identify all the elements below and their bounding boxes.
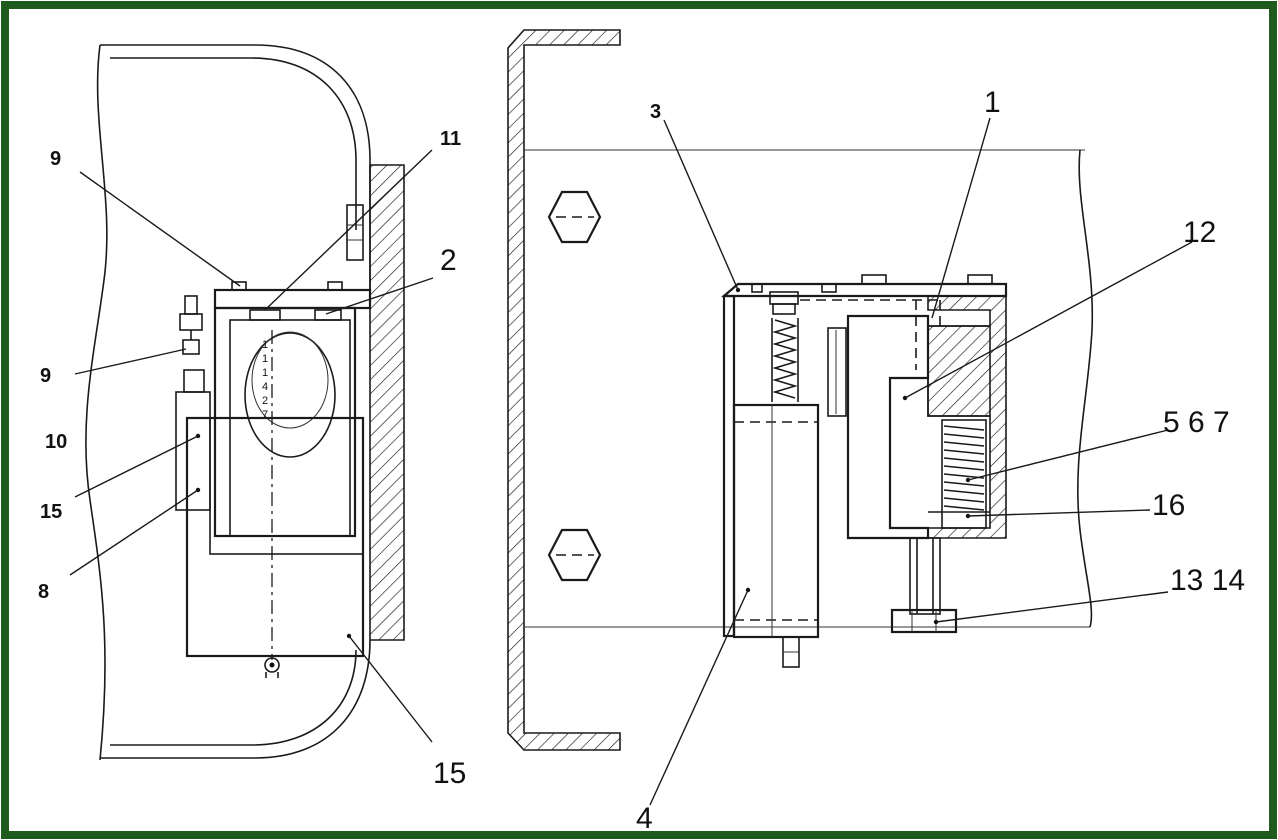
hatched-wall-left [369,164,405,641]
lower-rods [909,537,941,615]
channel-bolt-top [547,190,602,244]
label-3: 3 [650,101,661,123]
label-2: 2 [440,244,457,277]
right-leaders [649,117,1193,806]
part-labels: 9 9 10 15 8 11 2 15 3 1 12 5 6 7 16 13 1… [38,86,1245,835]
bottom-eye [264,657,280,673]
mounting-plate [721,282,1008,298]
label-10: 10 [45,431,67,453]
right-hatched-block [927,295,1007,539]
oval-window [244,332,336,458]
scale-mark: 1 [262,367,268,379]
label-5-6-7: 5 6 7 [1163,406,1230,439]
channel-bolt-bottom [547,528,602,582]
bolt-head-a [231,281,247,291]
label-9-top: 9 [50,148,61,170]
label-9-bottom: 9 [40,365,51,387]
label-4: 4 [636,802,653,835]
scale-mark: 1 [262,353,268,365]
cylinder-body [722,294,736,638]
label-8: 8 [38,581,49,603]
break-line-right [1076,149,1094,628]
label-12: 12 [1183,216,1216,249]
scale-mark: 7 [262,409,268,421]
inner-profile-bottom [110,649,357,746]
bolt-head-b [327,281,343,291]
scale-marks: 1 1 1 4 2 7 [262,339,268,421]
inner-profile-top [110,57,357,230]
break-line-left [85,44,108,761]
label-16: 16 [1152,489,1185,522]
left-leaders [69,149,434,743]
label-11: 11 [440,128,461,150]
outer-profile-bottom [100,639,371,759]
label-15-left: 15 [40,501,62,523]
label-1: 1 [984,86,1001,119]
housing-upper [213,306,357,538]
label-15-bottom: 15 [433,757,466,790]
scale-mark: 4 [262,381,268,393]
channel-section [507,29,621,751]
top-plate-left [213,288,372,310]
left-view: 1 1 1 4 2 7 [85,44,405,761]
scale-mark: 1 [262,339,268,351]
right-view [507,29,1094,751]
spring [769,291,799,402]
scale-mark: 2 [262,395,268,407]
spring-pack [941,419,987,529]
side-block [175,391,211,511]
clip-top [346,204,364,261]
outer-profile-top [100,44,371,305]
bottom-nut [890,608,958,634]
side-bolt-nut [179,313,203,331]
label-13-14: 13 14 [1170,564,1245,597]
